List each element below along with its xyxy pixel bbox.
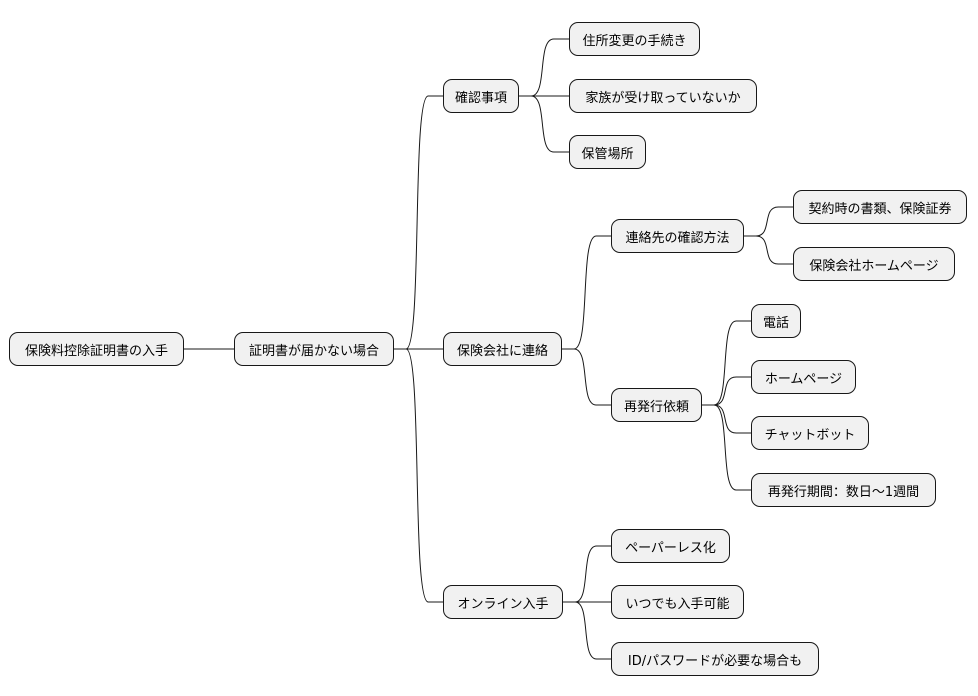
- node-confirm-item-2: 家族が受け取っていないか: [569, 79, 757, 113]
- node-confirm-item-3: 保管場所: [569, 135, 646, 169]
- node-contact-reissue: 再発行依頼: [611, 388, 702, 422]
- edge-contact-reissue-to-reissue-item-2: [702, 376, 751, 406]
- node-method-item-2: 保険会社ホームページ: [793, 247, 955, 281]
- edge-branch-to-online: [394, 348, 443, 603]
- edge-branch-to-confirm: [394, 95, 443, 350]
- edge-online-to-online-item-1: [563, 545, 611, 603]
- edge-contact-to-contact-method: [562, 235, 611, 350]
- edge-contact-to-contact-reissue: [562, 348, 611, 406]
- edge-confirm-to-confirm-item-3: [519, 95, 569, 153]
- edge-contact-reissue-to-reissue-item-1: [702, 320, 751, 406]
- node-branch: 証明書が届かない場合: [234, 332, 394, 366]
- node-confirm-item-1: 住所変更の手続き: [569, 22, 700, 56]
- node-contact: 保険会社に連絡: [443, 332, 562, 366]
- edge-contact-reissue-to-reissue-item-3: [702, 404, 751, 434]
- edge-contact-method-to-method-item-1: [744, 206, 793, 237]
- node-online-item-2: いつでも入手可能: [611, 585, 744, 619]
- node-confirm: 確認事項: [443, 79, 519, 113]
- node-reissue-item-2: ホームページ: [751, 360, 856, 394]
- node-reissue-item-4: 再発行期間：数日〜1週間: [751, 473, 936, 507]
- node-online-item-3: ID/パスワードが必要な場合も: [611, 642, 819, 676]
- edge-confirm-to-confirm-item-1: [519, 38, 569, 97]
- node-method-item-1: 契約時の書類、保険証券: [793, 190, 967, 224]
- edge-contact-reissue-to-reissue-item-4: [702, 404, 751, 491]
- node-online: オンライン入手: [443, 585, 563, 619]
- node-contact-method: 連絡先の確認方法: [611, 219, 744, 253]
- edge-contact-method-to-method-item-2: [744, 235, 793, 265]
- node-online-item-1: ペーパーレス化: [611, 529, 730, 563]
- node-reissue-item-1: 電話: [751, 304, 801, 338]
- node-root: 保険料控除証明書の入手: [9, 332, 184, 366]
- node-reissue-item-3: チャットボット: [751, 416, 869, 450]
- edge-online-to-online-item-3: [563, 601, 611, 660]
